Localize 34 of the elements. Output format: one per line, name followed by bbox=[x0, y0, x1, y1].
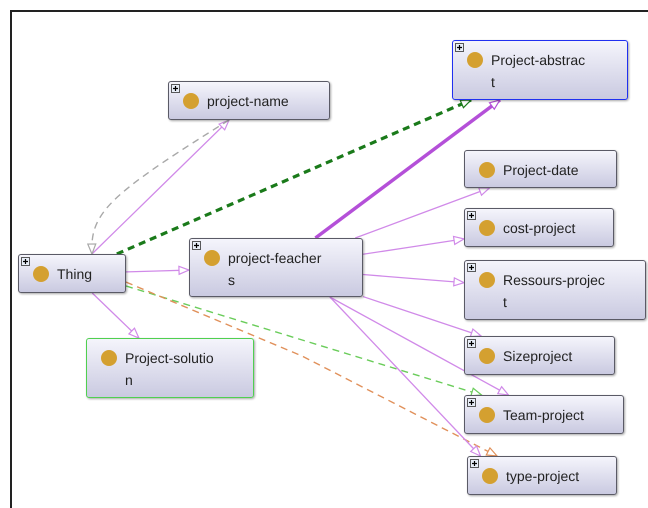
class-name: cost-project bbox=[503, 219, 576, 238]
arrow bbox=[92, 292, 140, 339]
arrow bbox=[362, 274, 465, 286]
class-node bbox=[189, 238, 363, 297]
class-name: Project-solutio n bbox=[125, 349, 215, 390]
class-name: type-project bbox=[506, 467, 580, 486]
arrow bbox=[329, 296, 510, 396]
class-name: Ressours-projec t bbox=[503, 271, 606, 312]
arrow bbox=[126, 266, 190, 275]
class-node bbox=[464, 260, 646, 320]
class-name: Team-project bbox=[503, 406, 584, 425]
class-name: Thing bbox=[57, 265, 92, 284]
class-node bbox=[464, 395, 624, 434]
arrow bbox=[116, 98, 472, 256]
class-name: Sizeproject bbox=[503, 347, 572, 366]
arrow bbox=[354, 187, 490, 239]
class-name: project-feacher s bbox=[228, 249, 322, 290]
class-node bbox=[464, 150, 617, 188]
class-node bbox=[86, 338, 254, 398]
arrow bbox=[362, 296, 482, 338]
class-node bbox=[464, 336, 615, 375]
class-name: Project-abstrac t bbox=[491, 51, 586, 92]
class-name: project-name bbox=[207, 92, 289, 111]
arrow bbox=[314, 98, 501, 240]
arrow bbox=[362, 236, 465, 255]
arrow bbox=[329, 296, 482, 457]
arrow bbox=[126, 281, 498, 457]
class-name: Project-date bbox=[503, 161, 578, 180]
class-node bbox=[467, 456, 617, 495]
class-node bbox=[18, 254, 126, 293]
class-node bbox=[452, 40, 628, 100]
class-node bbox=[168, 81, 330, 120]
arrow bbox=[126, 285, 482, 396]
class-node bbox=[464, 208, 614, 247]
